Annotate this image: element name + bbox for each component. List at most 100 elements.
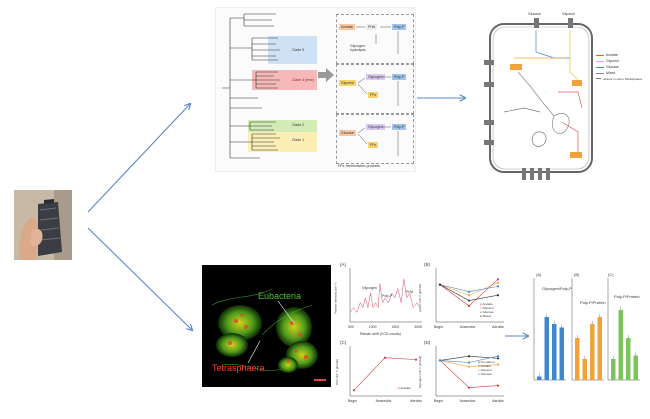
flow-arrows [356,26,399,156]
chart-b-point [496,294,500,297]
chart-c-xtick: Aerobic [410,399,422,403]
chart-c-xtick: Begin [348,399,357,403]
polyp-box-2: Poly-P [392,74,407,80]
bar-charts-plot [533,278,640,381]
bar-b-bar [582,359,587,380]
chart-d-plot [435,346,504,397]
clade-2-label: Clade 2 [292,123,305,127]
bar-b-bar [590,324,595,380]
chart-b-ylabel: poly-P (10⁻¹² gP/cell) [418,283,423,313]
chart-a-xtick: 1500 [391,325,400,329]
chart-c-point [383,356,387,359]
polyp-box-1: Poly-P [392,24,407,30]
chart-b-point [467,290,471,293]
label-tetrasphaera: Tetrasphaera [212,363,265,373]
chart-b-point [467,304,471,307]
chart-b-point [496,285,500,288]
phylogeny-figure: Clade 3 Clade 4 (new) Clade 2 Clade 1 Ac… [215,7,416,172]
chart-d-glycogen: (D) Glycogen (10⁻¹² gC/cell) Begin Anaer… [418,340,506,414]
chart-c-pha: (C) PHA (10⁻¹² gC/cell) Begin Anaerobic … [335,340,424,414]
chart-d-xtick: Anaerobic [459,399,476,403]
cell-label-glucose: Glucose [528,12,541,16]
bar-c-bar [633,355,638,380]
pha-box: PHA [366,24,378,30]
bar-b-bar [597,317,602,380]
chart-b-legend-glycerol: Glycerol [482,306,494,310]
polyp-box-3: Poly-P [392,124,407,130]
chart-b-point [438,283,442,286]
cell-legend: Acetate Glycerol Glucose Mixed absent in… [596,52,642,82]
label-eubacteria: Eubacteria [258,291,302,301]
chart-d-point [496,363,500,366]
clade-2-band [248,120,317,132]
substrate-glycerol: Glycerol [339,80,356,86]
chart-d-point [467,365,471,368]
chart-b-legend-mixed: Mixed [482,314,491,318]
flow-panel: Acetate PHA Poly-P Glycogen hydrolysis G… [336,14,414,164]
chart-d-legend-glucose: Glucose [480,372,492,376]
clade-4-band [252,70,317,90]
chart-a-ylabel: Raman intensity (cm⁻¹) [333,282,338,314]
chart-a-annot-pha: PHA [406,290,414,294]
bar-b-letter: (B) [574,272,580,277]
chart-c-ylabel: PHA (10⁻¹² gC/cell) [334,359,339,385]
bar-a-bar [544,317,549,380]
bar-b-title: Poly-P/Protein [580,300,606,305]
chart-b-point [496,278,500,281]
chart-b-plot [435,268,504,323]
arrow-to-phylogeny [87,104,190,213]
fps-box-1: FPs [368,92,379,98]
chart-c-legend-acetate: Acetate [400,386,411,390]
chart-a-annot-glycogen: Glycogen [362,286,377,290]
cell-label-glycerol: Glycerol [562,12,575,16]
glycogen-box-1: Glycogen [366,74,385,80]
chart-b-letter: (B) [424,262,430,267]
chart-a-raman: (A) Raman intensity (cm⁻¹) 500 1000 1500… [333,262,424,340]
glycogen-box-2: Glycogen [366,124,385,130]
chart-d-point [467,386,471,389]
chart-d-point [438,359,442,362]
sample-photo [14,190,72,260]
chart-d-letter: (D) [424,340,431,345]
chart-b-xtick: Begin [434,325,443,329]
chart-b-xtick: Aerobic [492,325,504,329]
chart-b-point [496,281,500,284]
chart-b-series-line [439,282,499,296]
chart-b-legend-glucose: Glucose [482,310,494,314]
glycogen-hydrolysis-label: Glycogen hydrolysis [350,44,366,52]
bar-a-title: Glycogen/Poly-P [542,286,572,291]
cell-model: Glucose Glycerol Acetate Glycerol Glucos… [474,12,644,188]
chart-a-plot [349,268,422,323]
chart-a-xlabel: Raman shift (CCD counts) [360,332,401,336]
bar-b-bar [575,338,580,380]
chart-c-point [352,389,356,392]
bar-c-bar [618,310,623,380]
chart-b-xtick: Anaerobic [459,325,476,329]
chart-d-xtick: Begin [434,399,443,403]
arrow-to-microscopy [87,227,192,330]
chart-d-point [496,384,500,387]
chart-c-legend: ● Acetate [398,386,411,390]
chart-d-point [496,357,500,360]
bar-c-bar [611,359,616,380]
chart-c-point [414,358,418,361]
flow-caption: FPs: fermentation products [338,164,381,168]
clade-1-label: Clade 1 [292,138,305,142]
fps-box-2: FPs [368,142,379,148]
chart-d-point [467,355,471,358]
clade-4-label: Clade 4 (new) [292,78,314,82]
substrate-acetate: Acetate [339,24,355,30]
chart-a-xtick: 1000 [368,325,377,329]
chart-d-legend-glycerol: Glycerol [480,368,492,372]
legend-glucose: Glucose [606,65,619,69]
bar-a-bar [537,376,542,380]
phylogenetic-tree [222,13,280,159]
chart-d-xtick: Aerobic [492,399,504,403]
bar-charts-panel: (A) (B) (C) Glycogen/Poly-P Poly-P/Prote… [528,268,646,388]
chart-a-xtick: 500 [348,325,354,329]
legend-absent: absent in some Tetrasphaera [603,77,642,81]
chart-b-point [467,299,471,302]
chart-d-point [467,361,471,364]
chart-c-plot [349,346,422,397]
